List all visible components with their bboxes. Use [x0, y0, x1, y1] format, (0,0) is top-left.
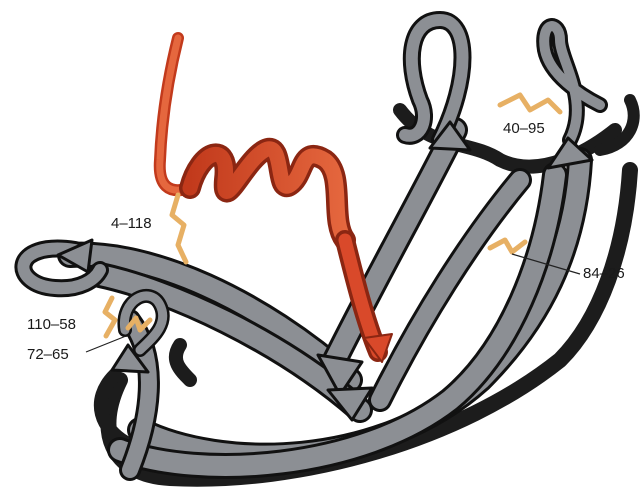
bond-label-84-26: 84–26: [583, 266, 625, 281]
disulfide-bond-84-26: [490, 240, 525, 252]
disulfide-bond-4-118: [172, 195, 186, 262]
bond-label-110-58: 110–58: [27, 317, 76, 332]
disulfide-bond-110-58: [105, 298, 115, 336]
loop-top-right: [544, 26, 600, 140]
disulfide-bond-40-95: [500, 95, 560, 112]
bond-label-4-118: 4–118: [111, 216, 152, 231]
bond-label-40-95: 40–95: [503, 121, 545, 136]
bond-label-72-65: 72–65: [27, 347, 69, 362]
back-strand-middle: [176, 345, 190, 380]
